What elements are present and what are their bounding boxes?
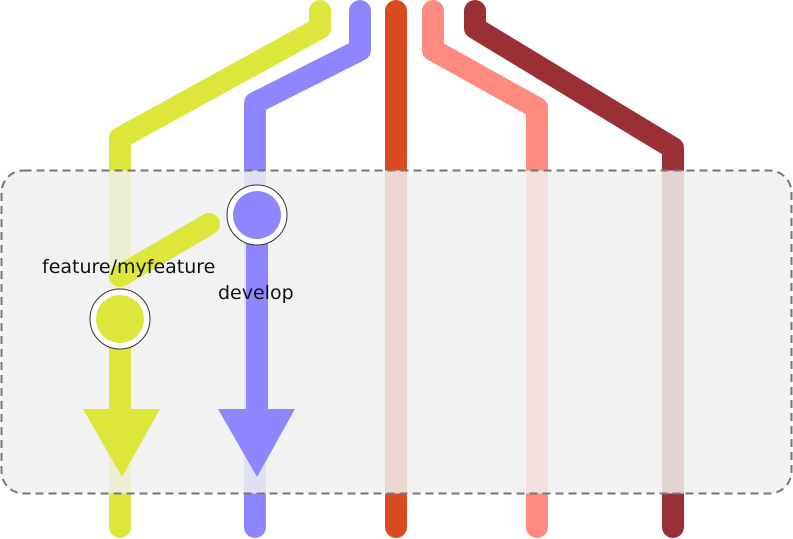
branch-arrows — [83, 240, 295, 477]
focus-region-overlay — [0, 169, 793, 495]
feature-merge-connector — [109, 213, 220, 287]
develop-commit-node[interactable] — [226, 184, 288, 246]
feature-commit-node[interactable] — [89, 288, 151, 350]
commit-nodes — [89, 184, 288, 350]
feature-arrow-head — [83, 409, 160, 477]
feature-branch-label: feature/myfeature — [42, 256, 215, 278]
develop-branch-label: develop — [218, 282, 294, 304]
develop-arrow-head — [218, 409, 295, 477]
